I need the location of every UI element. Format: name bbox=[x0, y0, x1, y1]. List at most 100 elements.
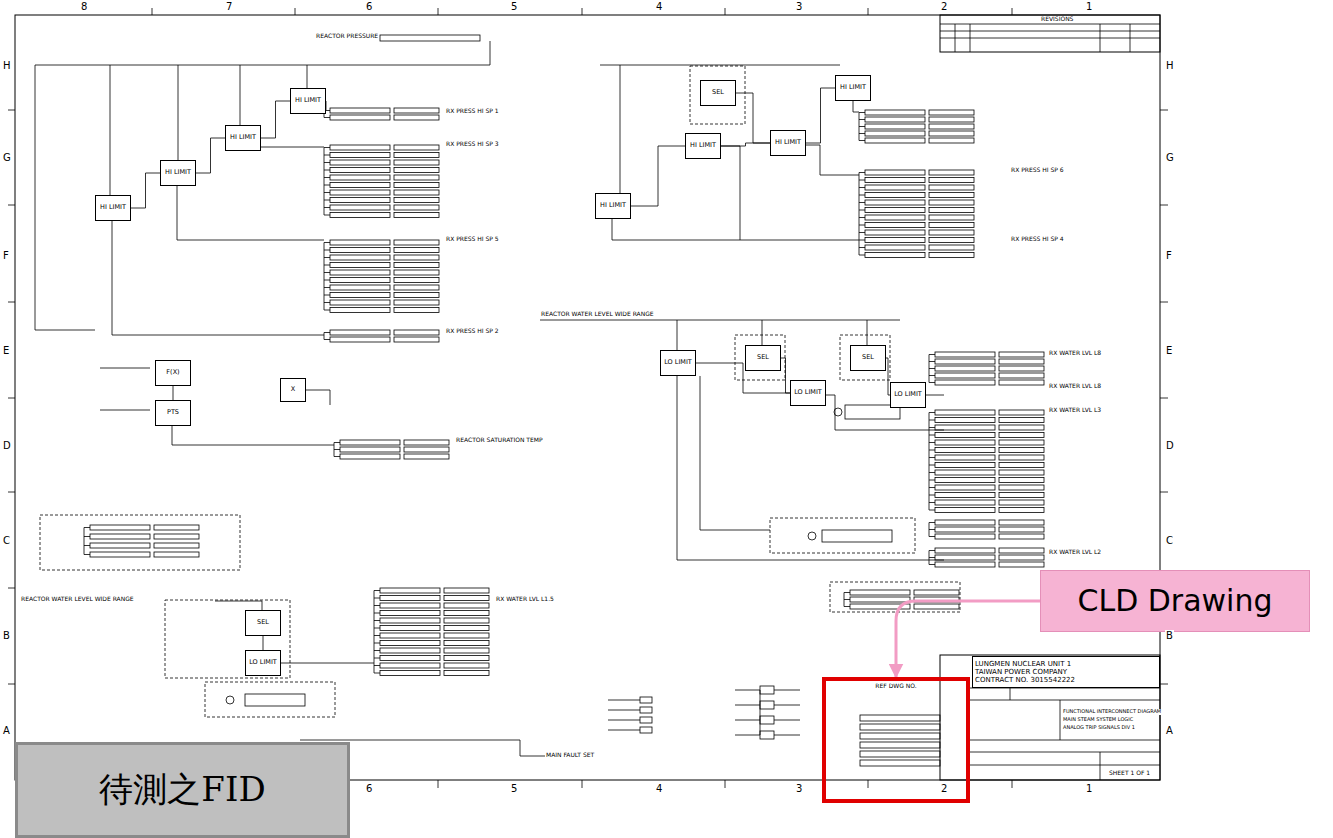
signal-wire bbox=[307, 65, 308, 88]
tag-box bbox=[394, 198, 439, 203]
signal-wire bbox=[929, 472, 935, 473]
table-rule bbox=[970, 740, 1160, 741]
signal-wire bbox=[324, 302, 330, 303]
signal-wire bbox=[374, 620, 380, 621]
tag-box bbox=[330, 198, 390, 203]
tag-box bbox=[999, 380, 1044, 385]
tag-box bbox=[330, 255, 390, 260]
grid-tick bbox=[152, 8, 153, 15]
tag-box bbox=[394, 308, 439, 313]
tag-box bbox=[340, 454, 400, 459]
signal-wire bbox=[929, 412, 935, 413]
signal-wire bbox=[84, 528, 85, 555]
grid-tick bbox=[1160, 398, 1168, 399]
function-block: PTS bbox=[155, 400, 191, 426]
signal-wire bbox=[929, 420, 935, 421]
function-block: SEL bbox=[700, 80, 736, 106]
signal-wire bbox=[324, 295, 330, 296]
node-text: SEL bbox=[712, 89, 724, 96]
dashed-group bbox=[770, 518, 915, 553]
grid-reference: 2 bbox=[940, 1, 948, 12]
tag-box bbox=[380, 648, 440, 653]
grid-tick bbox=[582, 780, 583, 788]
signal-label: REACTOR WATER LEVEL WIDE RANGE bbox=[20, 596, 135, 603]
table-rule bbox=[940, 38, 1160, 39]
tag-box bbox=[935, 527, 995, 532]
tag-box bbox=[444, 671, 489, 676]
tag-box bbox=[935, 493, 995, 498]
signal-wire bbox=[324, 215, 330, 216]
signal-wire bbox=[84, 554, 90, 555]
node-text: F(X) bbox=[166, 369, 179, 376]
grid-reference: D bbox=[1165, 440, 1175, 451]
tag-box bbox=[380, 35, 480, 41]
signal-arrow bbox=[608, 730, 640, 731]
tag-box bbox=[90, 552, 150, 557]
signal-wire bbox=[84, 545, 90, 546]
tag-box bbox=[394, 168, 439, 173]
grid-reference: D bbox=[2, 440, 12, 451]
signal-wire bbox=[859, 173, 860, 256]
signal-wire bbox=[929, 382, 935, 383]
signal-wire bbox=[112, 221, 324, 335]
signal-wire bbox=[929, 536, 935, 537]
signal-wire bbox=[324, 155, 330, 156]
signal-wire bbox=[859, 180, 865, 181]
table-rule bbox=[1100, 752, 1101, 780]
signal-wire bbox=[374, 643, 380, 644]
symbol-box bbox=[760, 686, 774, 694]
signal-label: RX WATER LVL L8 bbox=[1048, 350, 1102, 357]
dashed-group bbox=[40, 515, 240, 570]
table-rule bbox=[955, 24, 956, 52]
signal-wire bbox=[215, 601, 262, 610]
tag-box bbox=[330, 183, 390, 188]
signal-wire bbox=[178, 65, 179, 160]
grid-tick bbox=[295, 8, 296, 15]
tag-box bbox=[380, 626, 440, 631]
grid-reference: A bbox=[1165, 725, 1174, 736]
tag-box bbox=[929, 178, 974, 183]
grid-reference: E bbox=[2, 345, 10, 356]
signal-wire bbox=[263, 636, 264, 650]
tag-box bbox=[394, 190, 439, 195]
tag-box bbox=[404, 440, 449, 445]
table-rule bbox=[1010, 688, 1011, 700]
ref-dwg-row bbox=[860, 715, 940, 721]
node-text: REF DWG NO. bbox=[875, 683, 916, 690]
tag-box bbox=[380, 596, 440, 601]
dashed-group bbox=[840, 335, 890, 380]
junction-symbol bbox=[834, 408, 842, 416]
signal-wire bbox=[929, 510, 935, 511]
tag-box bbox=[935, 410, 995, 415]
grid-tick bbox=[8, 302, 15, 303]
title-block: LUNGMEN NUCLEAR UNIT 1TAIWAN POWER COMPA… bbox=[972, 656, 1160, 688]
signal-wire bbox=[374, 665, 380, 666]
signal-wire bbox=[324, 265, 330, 266]
signal-label: REACTOR SATURATION TEMP bbox=[455, 437, 544, 444]
signal-label: RX PRESS HI SP 5 bbox=[445, 236, 500, 243]
tag-box bbox=[380, 656, 440, 661]
signal-label: MAIN FAULT SET bbox=[545, 752, 595, 759]
signal-wire bbox=[859, 225, 865, 226]
tag-box bbox=[999, 534, 1044, 539]
signal-wire bbox=[929, 442, 935, 443]
tag-box bbox=[330, 153, 390, 158]
tag-box bbox=[394, 213, 439, 218]
grid-reference: 4 bbox=[655, 783, 663, 794]
signal-wire bbox=[324, 243, 325, 311]
node-text: LO LIMIT bbox=[249, 659, 277, 666]
tag-box bbox=[929, 208, 974, 213]
signal-wire bbox=[374, 598, 380, 599]
signal-wire bbox=[677, 376, 944, 560]
tag-box bbox=[380, 588, 440, 593]
tag-box bbox=[935, 463, 995, 468]
tag-box bbox=[394, 330, 439, 335]
dashed-group bbox=[205, 682, 335, 717]
function-block: HI LIMIT bbox=[770, 130, 806, 156]
signal-wire bbox=[760, 690, 761, 735]
ref-dwg-row bbox=[860, 733, 940, 739]
signal-wire bbox=[177, 186, 324, 240]
signal-wire bbox=[859, 202, 865, 203]
delay-block bbox=[822, 530, 892, 542]
ref-dwg-row bbox=[860, 742, 940, 748]
